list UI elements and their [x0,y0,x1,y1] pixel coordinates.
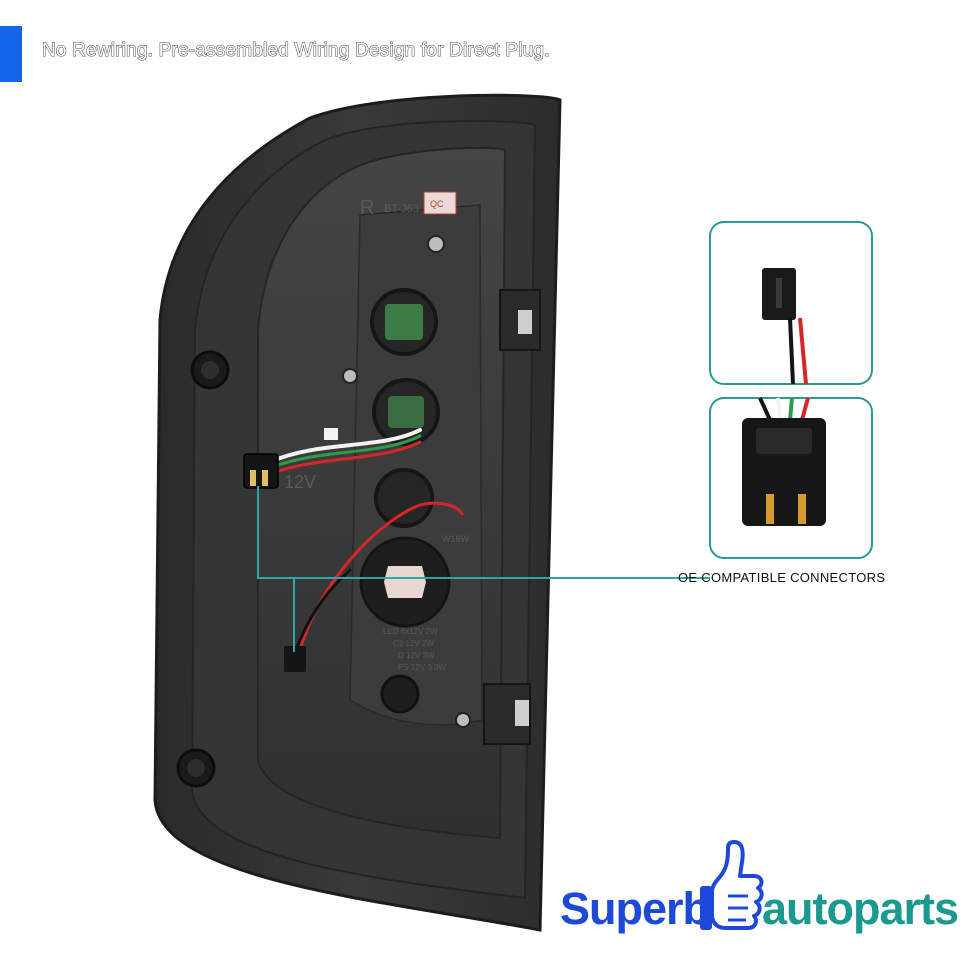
brand-left-word: Superb [560,883,710,934]
marking-side: R [360,197,374,219]
tail-light-housing [153,93,562,932]
marking-part-code: BT-J63 [384,203,419,215]
marking-led-spec-4: PS 12V 3.3W [398,663,446,672]
marking-led-spec-1: LED 6x12V 2W [383,627,438,636]
mounting-bolts [176,289,541,788]
callout-label: OE COMPATIBLE CONNECTORS [678,570,886,585]
marking-voltage: 12V [284,472,316,492]
bulb-sockets [342,235,471,728]
marking-led-spec-2: C1 12V 2W [393,639,434,648]
marking-led-spec-3: D 12V 3W [398,651,435,660]
thumbs-up-icon [700,840,764,930]
callout-lines [257,486,710,652]
headline: No Rewiring. Pre-assembled Wiring Design… [41,39,550,61]
inset-connector-top [709,221,873,385]
wiring-harness [243,428,464,672]
marking-sticker: QC [430,199,444,209]
socket-bottom [380,674,420,714]
inset-connector-bottom [709,397,873,559]
accent-bar [0,26,22,82]
qc-sticker [423,191,457,215]
housing-markings: R BT-J63 QC 12V W16W LED 6x12V 2W C1 12V… [284,191,470,672]
brand-logo[interactable]: Superb autoparts [560,836,959,946]
marking-bulb-spec: W16W [442,534,470,544]
socket-lower [374,468,434,528]
brand-right-word: autoparts [762,883,959,934]
